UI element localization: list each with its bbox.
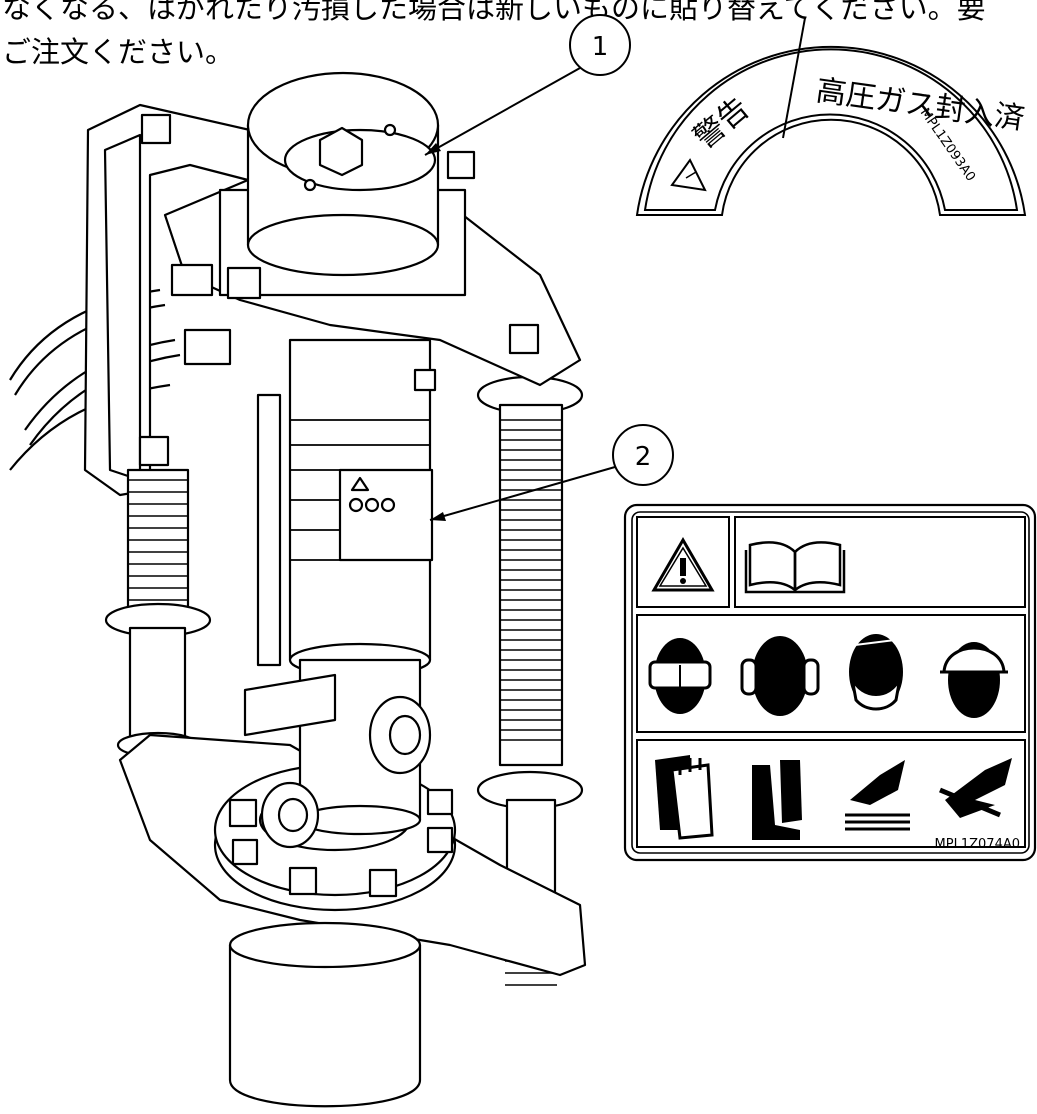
cell-warning xyxy=(636,516,730,608)
side-rod xyxy=(243,393,337,737)
callout-1: 1 xyxy=(424,14,631,156)
label-1-arc-sticker: 警告 高圧ガス封入済 MPL1Z093A0 xyxy=(635,17,1027,216)
goggles-icon xyxy=(648,638,712,714)
warning-triangle-icon xyxy=(651,537,715,592)
intro-line-1: なくなる、はがれたり汚損した場合は新しいものに貼り替えてください。要 xyxy=(2,0,986,25)
top-cap xyxy=(218,71,467,297)
bottom-cylinder xyxy=(228,921,422,1108)
label-2-code: MPL1Z074A0 xyxy=(935,837,1020,852)
callout-2: 2 xyxy=(429,424,674,521)
main-cylinder xyxy=(260,338,434,849)
callout-1-number: 1 xyxy=(592,32,609,62)
hose-fittings xyxy=(170,263,232,366)
gloves-icon xyxy=(655,755,714,840)
cell-manual xyxy=(734,516,1026,608)
manual-book-icon xyxy=(744,541,846,594)
intro-text: なくなる、はがれたり汚損した場合は新しいものに貼り替えてください。要 ご注文くだ… xyxy=(2,0,1037,74)
intro-line-2: ご注文ください。 xyxy=(2,35,235,69)
cell-ppe-body xyxy=(636,739,1026,848)
crush-hand-icon xyxy=(939,758,1012,818)
boots-icon xyxy=(752,760,802,840)
pinch-hand-icon xyxy=(845,760,910,831)
label-2-on-cylinder xyxy=(338,468,434,562)
right-spring-column xyxy=(476,375,584,986)
cell-ppe-head xyxy=(636,614,1026,733)
helmet-icon xyxy=(940,642,1008,718)
ear-protection-icon xyxy=(740,636,820,716)
label-2-ppe-sticker: MPL1Z074A0 xyxy=(623,503,1037,862)
dust-mask-icon xyxy=(849,634,903,711)
callout-2-number: 2 xyxy=(635,442,652,472)
cap-screws xyxy=(140,113,540,898)
